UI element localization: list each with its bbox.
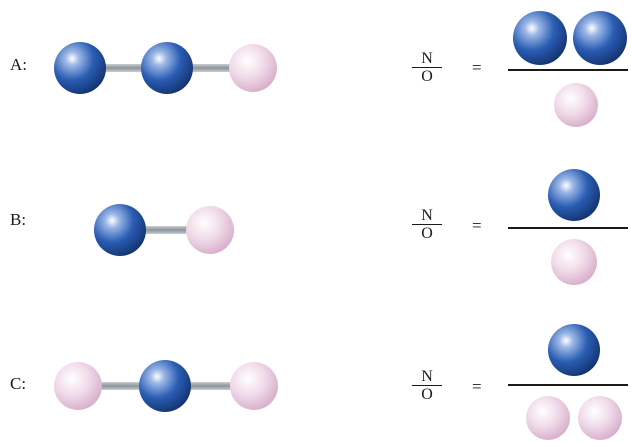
row-c-bond-1 [98,382,143,390]
row-c-ratio-bottom: O [421,386,433,403]
row-c-denominator-atom-2 [578,396,622,440]
row-b-label: B: [10,210,27,229]
row-b-bond-1 [142,226,190,234]
row-a-equals: = [472,58,482,77]
row-b-ratio: N O [412,207,442,242]
row-a-ratio-top: N [412,50,442,68]
row-b-numerator-atom-1 [548,169,600,221]
row-b-ratio-bottom: O [421,225,433,242]
row-a-denominator-atom-1 [554,83,598,127]
row-c-denominator-atom-1 [526,396,570,440]
row-a-bond-2 [189,64,233,72]
row-a-molecule-atom-1-nitrogen [54,42,106,94]
row-b-equals: = [472,216,482,235]
row-a-molecule-atom-2-nitrogen [141,42,193,94]
row-b-ratio-top: N [412,207,442,225]
row-c-fraction-line [508,384,628,386]
row-c-equals: = [472,377,482,396]
row-b-fraction-line [508,227,628,229]
row-c-ratio: N O [412,368,442,403]
row-a-label: A: [10,55,27,74]
row-c-ratio-top: N [412,368,442,386]
row-b-molecule-atom-2-oxygen [186,206,234,254]
row-c-numerator-atom-1 [548,324,600,376]
row-c-molecule-atom-1-oxygen [54,362,102,410]
row-c-molecule-atom-2-nitrogen [139,360,191,412]
row-c-molecule-atom-3-oxygen [230,362,278,410]
row-c-label: C: [10,374,27,393]
row-a-ratio-bottom: O [421,68,433,85]
row-b-denominator-atom-1 [551,239,597,285]
row-a-ratio: N O [412,50,442,85]
row-b-molecule-atom-1-nitrogen [94,204,146,256]
row-c-bond-2 [187,382,234,390]
row-a-numerator-atom-2 [573,11,627,65]
row-a-numerator-atom-1 [513,11,567,65]
row-a-fraction-line [508,69,628,71]
row-a-molecule-atom-3-oxygen [229,44,277,92]
row-a-bond-1 [102,64,145,72]
